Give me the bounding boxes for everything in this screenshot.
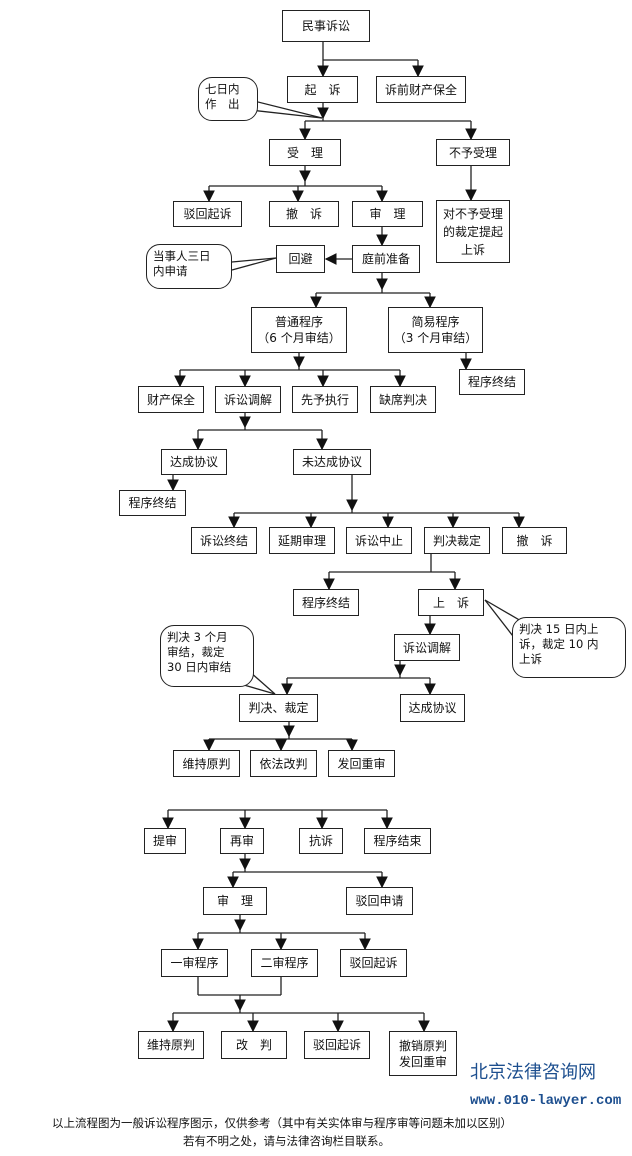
node-bring-up-trial: 提审 [144, 828, 186, 854]
footer-note-line1: 以上流程图为一般诉讼程序图示，仅供参考（其中有关实体审与程序审等问题未加以区别） [52, 1116, 512, 1130]
node-no-agreement: 未达成协议 [293, 449, 371, 475]
node-trial-2: 审 理 [203, 887, 267, 915]
node-amend: 改 判 [221, 1031, 287, 1059]
node-terminate-agreement: 程序终结 [119, 490, 186, 516]
node-recusal: 回避 [276, 245, 325, 273]
node-terminate-2: 程序终结 [293, 589, 359, 616]
node-first-instance: 一审程序 [161, 949, 228, 977]
node-second-instance: 二审程序 [251, 949, 318, 977]
node-postpone-trial: 延期审理 [269, 527, 335, 554]
node-dismiss-suit-2: 驳回起诉 [340, 949, 407, 977]
node-protest: 抗诉 [299, 828, 343, 854]
node-terminate-simple: 程序终结 [459, 369, 525, 395]
footer-note-line2: 若有不明之处，请与法律咨询栏目联系。 [183, 1134, 390, 1148]
connector-line [484, 599, 517, 641]
node-appeal-non-accept: 对不予受理的裁定提起上诉 [436, 200, 510, 263]
node-civil-litigation: 民事诉讼 [282, 10, 370, 42]
watermark-site-name: 北京法律咨询网 [470, 1062, 596, 1083]
note-seven-days: 七日内 作 出 [198, 77, 258, 121]
node-trial: 审 理 [352, 201, 423, 227]
node-mediation-2: 诉讼调解 [394, 634, 460, 661]
node-pre-suit-preservation: 诉前财产保全 [376, 76, 466, 103]
node-uphold: 维持原判 [173, 750, 240, 777]
node-remand: 发回重审 [328, 750, 395, 777]
connector-line [249, 671, 276, 695]
node-judgment-ruling: 判决裁定 [424, 527, 490, 554]
node-agreement: 达成协议 [161, 449, 227, 475]
node-property-preservation: 财产保全 [138, 386, 204, 413]
node-sue: 起 诉 [287, 76, 358, 103]
node-ordinary-procedure: 普通程序 （6 个月审结） [251, 307, 347, 353]
node-judgment-ruling-2: 判决、裁定 [239, 694, 318, 722]
node-withdraw: 撤 诉 [269, 201, 339, 227]
connector-line [249, 109, 323, 119]
note-appeal-deadline: 判决 15 日内上 诉，裁定 10 内 上诉 [512, 617, 626, 678]
node-mediation: 诉讼调解 [215, 386, 281, 413]
node-uphold-2: 维持原判 [138, 1031, 204, 1059]
node-reject-application: 驳回申请 [346, 887, 413, 915]
node-not-accept: 不予受理 [436, 139, 510, 166]
node-amend-by-law: 依法改判 [250, 750, 317, 777]
connector-line [231, 257, 277, 263]
watermark-url: www.010-lawyer.com [470, 1093, 622, 1109]
node-dismiss-suit: 驳回起诉 [173, 201, 242, 227]
node-procedure-end: 程序结束 [364, 828, 431, 854]
node-dismiss-suit-3: 驳回起诉 [304, 1031, 370, 1059]
node-revoke-remand: 撤销原判 发回重审 [389, 1031, 457, 1076]
node-appeal: 上 诉 [418, 589, 484, 616]
node-retrial: 再审 [220, 828, 264, 854]
note-three-days: 当事人三日 内申请 [146, 244, 232, 289]
node-litigation-suspend: 诉讼中止 [346, 527, 412, 554]
connector-line [231, 257, 277, 271]
node-accept: 受 理 [269, 139, 341, 166]
node-withdraw-2: 撤 诉 [502, 527, 567, 554]
node-default-judgment: 缺席判决 [370, 386, 436, 413]
node-agreement-2: 达成协议 [400, 694, 465, 722]
node-advance-execution: 先予执行 [292, 386, 358, 413]
node-simple-procedure: 简易程序 （3 个月审结） [388, 307, 483, 353]
node-pretrial-prep: 庭前准备 [352, 245, 420, 273]
connector-line [249, 99, 323, 119]
node-litigation-end: 诉讼终结 [191, 527, 257, 554]
note-trial-deadline: 判决 3 个月 审结，裁定 30 日内审结 [160, 625, 254, 687]
